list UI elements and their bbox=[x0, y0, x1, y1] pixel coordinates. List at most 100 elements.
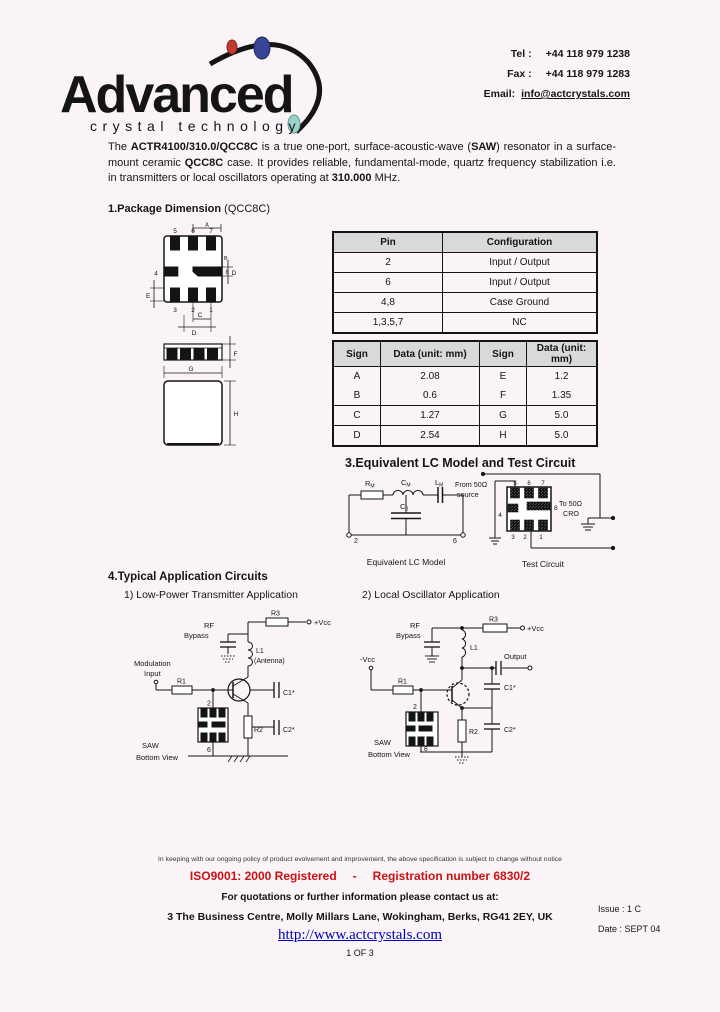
package-top-view: 5 6 7 4 8 3 2 1 A B D bbox=[146, 223, 237, 338]
test-pin-6: 6 bbox=[527, 481, 531, 487]
config-cell: Input / Output bbox=[442, 252, 598, 273]
source-label-1: From 50Ω bbox=[455, 480, 488, 489]
website-link[interactable]: http://www.actcrystals.com bbox=[278, 927, 442, 943]
sign-cell: B bbox=[332, 386, 381, 406]
logo-bead-blue bbox=[253, 36, 271, 60]
negative-vcc-label: -Vcc bbox=[360, 655, 375, 664]
test-circuit-chip bbox=[506, 486, 552, 532]
label-Lm: LM bbox=[435, 478, 443, 489]
test-pin-4: 4 bbox=[498, 512, 502, 519]
vcc-label: +Vcc bbox=[314, 618, 331, 627]
table-row: D 2.54 H 5.0 bbox=[332, 425, 598, 447]
table-row: 4,8 Case Ground bbox=[332, 292, 598, 313]
package-drawing: 5 6 7 4 8 3 2 1 A B D bbox=[140, 222, 330, 455]
footer-url-line: http://www.actcrystals.com bbox=[0, 927, 720, 944]
l1-label: L1 bbox=[256, 648, 264, 655]
dim-label-A: A bbox=[205, 223, 209, 229]
test-pin-7: 7 bbox=[541, 481, 545, 487]
r3-label: R3 bbox=[271, 611, 280, 618]
sign-cell: C bbox=[332, 405, 381, 426]
label-Rm: RM bbox=[365, 479, 375, 490]
vcc-label: +Vcc bbox=[527, 624, 544, 633]
footer-address: 3 The Business Centre, Molly Millars Lan… bbox=[167, 911, 553, 923]
sign-cell: A bbox=[332, 366, 381, 386]
data-cell: 5.0 bbox=[526, 405, 598, 426]
label-Cm: CM bbox=[401, 478, 411, 489]
data-cell: 1.2 bbox=[526, 366, 598, 386]
config-cell: NC bbox=[442, 312, 598, 334]
dim-label-E: E bbox=[146, 293, 151, 300]
saw-caption-2: Bottom View bbox=[136, 753, 179, 762]
r3-label: R3 bbox=[489, 617, 498, 624]
page-number: 1 OF 3 bbox=[346, 948, 374, 958]
email-label: Email: bbox=[483, 88, 516, 100]
sign-cell: F bbox=[479, 386, 527, 406]
package-bottom-view: G H bbox=[163, 366, 239, 446]
data-cell: 0.6 bbox=[380, 386, 480, 406]
case-name: QCC8C bbox=[184, 156, 224, 169]
pin-label-7: 7 bbox=[209, 228, 213, 235]
section1-suffix: (QCC8C) bbox=[221, 203, 270, 215]
frequency-value: 310.000 bbox=[331, 172, 372, 184]
data-cell: 1.27 bbox=[380, 405, 480, 426]
saw-chip-bottom-view bbox=[197, 707, 229, 743]
logo-wordmark: Advanced bbox=[60, 66, 293, 124]
sign-cell: D bbox=[332, 425, 381, 447]
modulation-label-1: Modulation bbox=[134, 659, 171, 668]
intro-text: MHz. bbox=[371, 172, 401, 184]
load-label-2: CRO bbox=[563, 509, 579, 518]
contact-block: Tel : +44 118 979 1238 Fax : +44 118 979… bbox=[380, 44, 630, 104]
logo-swoosh bbox=[208, 42, 323, 134]
saw-pin2-label: 2 bbox=[207, 701, 211, 708]
tel-label: Tel : bbox=[510, 48, 532, 60]
l1-label: L1 bbox=[470, 645, 478, 652]
dim-table-header: Sign bbox=[332, 340, 381, 367]
saw-caption-1: SAW bbox=[142, 741, 160, 750]
contact-fax: Fax : +44 118 979 1283 bbox=[380, 64, 630, 84]
dim-label-D-bottom: D bbox=[192, 330, 197, 337]
oscillator-circuit: RF Bypass R3 +Vcc L1 -Vcc R1 Output C1* … bbox=[358, 604, 573, 781]
dim-table-header: Data (unit: mm) bbox=[380, 340, 480, 367]
logo-bead-teal bbox=[287, 114, 301, 134]
label-C0: C0 bbox=[400, 502, 408, 513]
oscillator-wiring bbox=[368, 623, 533, 764]
table-row: 2 Input / Output bbox=[332, 252, 598, 273]
intro-text: ) resonator in a surface-mount ceramic bbox=[108, 141, 616, 169]
rf-bypass-label-2: Bypass bbox=[396, 631, 421, 640]
dim-table-header: Sign bbox=[479, 340, 527, 367]
email-link[interactable]: info@actcrystals.com bbox=[521, 88, 630, 100]
r2-label: R2 bbox=[254, 727, 263, 734]
section3-heading: 3.Equivalent LC Model and Test Circuit bbox=[345, 456, 576, 470]
circuit1-caption: 1) Low-Power Transmitter Application bbox=[124, 589, 298, 601]
test-circuit: 5 6 7 4 8 3 2 1 From 50Ω source To 50Ω C… bbox=[455, 468, 620, 577]
pin-label-4: 4 bbox=[154, 271, 158, 278]
dim-label-G: G bbox=[188, 366, 193, 373]
tel-value: +44 118 979 1238 bbox=[545, 48, 630, 60]
pin-cell: 2 bbox=[332, 252, 443, 273]
rf-bypass-label-1: RF bbox=[410, 621, 420, 630]
output-label: Output bbox=[504, 652, 527, 661]
test-pin-8: 8 bbox=[554, 505, 558, 512]
saw-chip-bottom-view bbox=[405, 711, 439, 747]
section1-heading: 1.Package Dimension (QCC8C) bbox=[108, 203, 270, 215]
table-row: 1,3,5,7 NC bbox=[332, 312, 598, 334]
dim-table-header: Data (unit: mm) bbox=[526, 340, 598, 367]
table-row: A 2.08 E 1.2 bbox=[332, 366, 598, 386]
r1-label: R1 bbox=[398, 679, 407, 686]
config-cell: Input / Output bbox=[442, 272, 598, 293]
pin-label-8: 8 bbox=[226, 270, 230, 276]
terminal-2: 2 bbox=[354, 538, 358, 545]
test-circuit-wiring bbox=[480, 471, 616, 551]
dim-label-B: B bbox=[224, 256, 228, 262]
fax-label: Fax : bbox=[507, 68, 532, 80]
contact-tel: Tel : +44 118 979 1238 bbox=[380, 44, 630, 64]
dimension-table: Sign Data (unit: mm) Sign Data (unit: mm… bbox=[332, 340, 598, 447]
saw-caption-1: SAW bbox=[374, 738, 392, 747]
intro-text: case. It provides reliable, fundamental-… bbox=[108, 156, 616, 185]
circuit2-caption: 2) Local Oscillator Application bbox=[362, 589, 500, 601]
terminal-6: 6 bbox=[453, 538, 457, 545]
dim-label-H: H bbox=[234, 411, 239, 418]
date-label: Date : SEPT 04 bbox=[598, 924, 661, 934]
pin-cell: 6 bbox=[332, 272, 443, 293]
intro-text: is a true one-port, surface-acoustic-wav… bbox=[257, 141, 472, 153]
